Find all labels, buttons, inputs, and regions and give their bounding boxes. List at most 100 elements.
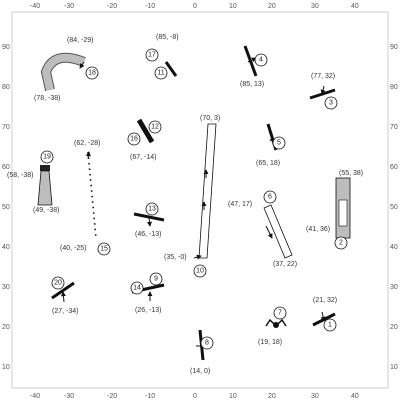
number-circle: 1 (323, 318, 337, 332)
number-circle: 12 (148, 120, 162, 134)
coordinate-label: (58, -38) (7, 172, 33, 179)
number-circle: 6 (263, 190, 277, 204)
obstacle-number: 17 (148, 52, 156, 59)
coordinate-label: (67, -14) (130, 154, 156, 161)
coordinate-label: (46, -13) (135, 231, 161, 238)
coordinate-label: (21, 32) (313, 297, 337, 304)
tick-label: 40 (351, 393, 359, 400)
course-frame (11, 11, 389, 389)
obstacle-number: 18 (88, 70, 96, 77)
coordinate-label: (78, -38) (34, 95, 60, 102)
tick-label: 30 (311, 3, 319, 10)
obstacle-number: 11 (157, 70, 164, 77)
tick-label: 70 (2, 124, 10, 131)
coordinate-label: (65, 18) (256, 160, 280, 167)
a-frame (263, 204, 293, 259)
obstacle-number: 4 (259, 57, 263, 64)
tick-label: 60 (2, 164, 10, 171)
jump-bar (164, 61, 178, 77)
obstacle-number: 20 (54, 280, 62, 287)
tick-label: 50 (2, 204, 10, 211)
number-circle: 13 (145, 202, 159, 216)
tick-label: 20 (2, 324, 10, 331)
a-frame-arrow (265, 225, 273, 239)
tick-label: 10 (229, 393, 237, 400)
number-circle: 19 (40, 150, 54, 164)
coordinate-label: (14, 0) (190, 368, 210, 375)
tick-label: 40 (2, 244, 10, 251)
number-circle: 17 (145, 48, 159, 62)
tick-label: 10 (2, 364, 10, 371)
tick-label: 70 (390, 124, 398, 131)
obstacle-number: 7 (278, 310, 282, 317)
tick-label: 80 (390, 84, 398, 91)
tick-label: 40 (390, 244, 398, 251)
coordinate-label: (70, 3) (200, 115, 220, 122)
jump-bar (133, 212, 165, 222)
tick-label: 30 (311, 393, 319, 400)
jump-arrow (60, 291, 66, 303)
tick-label: 20 (268, 3, 276, 10)
obstacle-number: 3 (329, 100, 333, 107)
tick-label: -30 (64, 393, 74, 400)
jump-arrow (320, 311, 326, 322)
coordinate-label: (55, 38) (339, 170, 363, 177)
jump-bar (51, 281, 75, 300)
tick-label: -20 (107, 393, 117, 400)
tire-bar (136, 118, 155, 144)
obstacle-number: 13 (148, 206, 156, 213)
tick-label: -10 (145, 393, 155, 400)
number-circle: 5 (272, 136, 286, 150)
obstacle-number: 12 (151, 124, 159, 131)
coordinate-label: (41, 36) (306, 226, 330, 233)
tick-label: -30 (64, 3, 74, 10)
left-axis: 90 80 70 60 50 40 30 20 10 (2, 44, 10, 371)
chute-top (40, 165, 50, 171)
tick-label: -40 (30, 393, 40, 400)
tick-label: 20 (268, 393, 276, 400)
coordinate-label: (85, -8) (156, 34, 179, 41)
coordinate-label: (47, 17) (228, 201, 252, 208)
tick-label: 0 (193, 393, 197, 400)
bottom-axis: -40 -30 -20 -10 0 10 20 30 40 (30, 393, 359, 400)
number-circle: 2 (334, 236, 348, 250)
tick-label: 10 (229, 3, 237, 10)
weave-entry-arrow (85, 151, 91, 159)
obstacle-number: 15 (100, 246, 108, 253)
number-circle: 14 (130, 281, 144, 295)
obstacle-number: 2 (339, 240, 343, 247)
coordinate-label: (62, -28) (74, 140, 100, 147)
obstacle-shapes (37, 45, 351, 361)
tick-label: 60 (390, 164, 398, 171)
coordinate-label: (19, 18) (258, 339, 282, 346)
coordinate-label: (26, -13) (135, 307, 161, 314)
tick-label: 40 (351, 3, 359, 10)
coordinate-label: (77, 32) (311, 73, 335, 80)
obstacle-number: 16 (130, 136, 138, 143)
coordinate-label: (85, 13) (240, 81, 264, 88)
tunnel-fill (41, 53, 86, 91)
number-circle: 9 (149, 272, 163, 286)
obstacle-number: 6 (268, 194, 272, 201)
obstacle-number: 9 (154, 276, 158, 283)
number-circle: 8 (200, 336, 214, 350)
tick-label: 90 (390, 44, 398, 51)
weave-poles (87, 151, 97, 239)
chute-fabric (37, 170, 53, 206)
dog-walk-arrow (193, 254, 202, 260)
tunnel-entry-arrow (79, 61, 85, 69)
tick-label: 90 (2, 44, 10, 51)
tick-label: 0 (193, 3, 197, 10)
coordinate-label: (27, -34) (52, 308, 78, 315)
obstacle-number: 1 (328, 322, 332, 329)
tick-label: 80 (2, 84, 10, 91)
jump-arrow (147, 217, 152, 227)
jump-arrow (247, 57, 257, 63)
obstacle-number: 10 (196, 268, 204, 275)
number-circle: 3 (324, 96, 338, 110)
obstacle-number: 19 (43, 154, 51, 161)
number-circle: 16 (127, 132, 141, 146)
top-axis: -40 -30 -20 -10 0 10 20 30 40 (30, 3, 359, 10)
dog-walk (198, 123, 217, 259)
coordinate-label: (49, -38) (33, 207, 59, 214)
